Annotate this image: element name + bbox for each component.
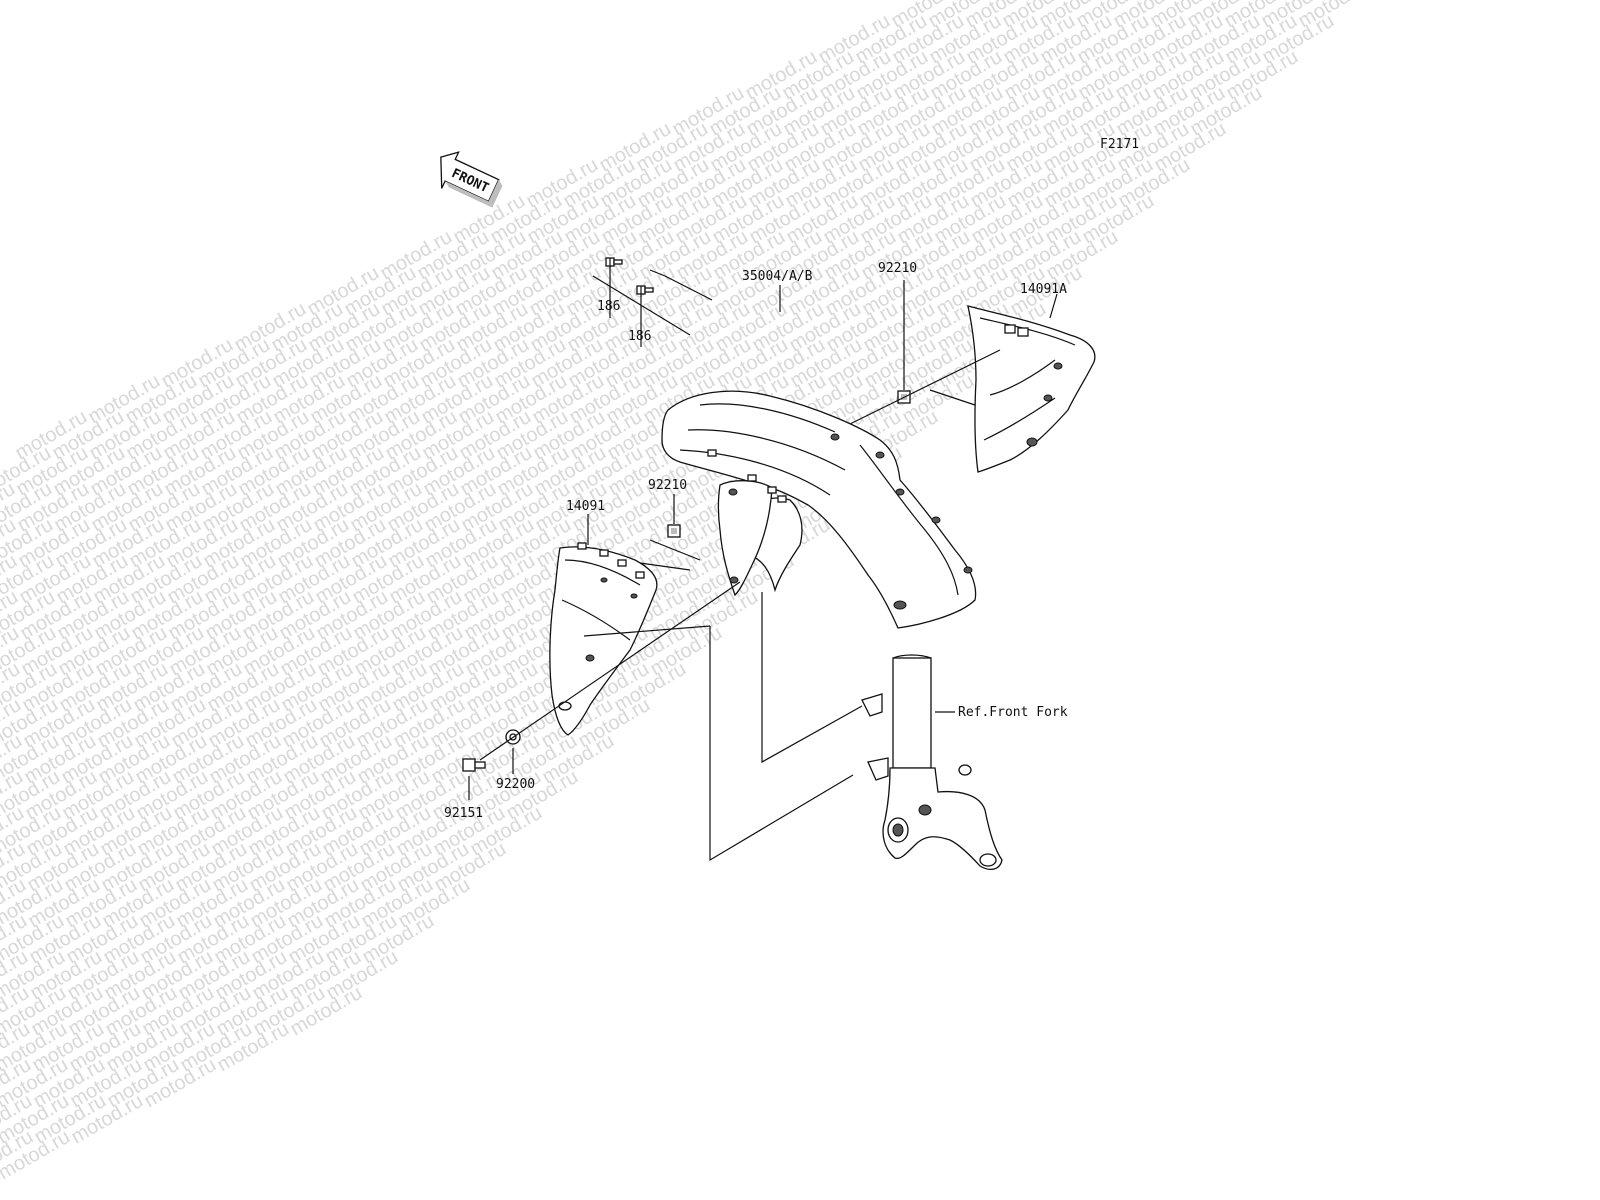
callout-screw-b: 186: [628, 329, 651, 344]
left-fork-cover: [549, 542, 658, 736]
watermark-layer: motod.rumotod.rumotod.rumotod.rumotod.ru…: [0, 0, 1374, 1200]
watermark-text: motod.ru: [0, 1162, 1, 1200]
callout-right-cover: 14091A: [1020, 282, 1067, 297]
right-fork-cover: [967, 305, 1096, 473]
callout-grommet-right: 92210: [878, 261, 917, 276]
front-fork: [861, 654, 1003, 871]
grommet-92210-left: [667, 524, 681, 538]
callout-left-cover: 14091: [566, 499, 605, 514]
callout-grommet-left: 92210: [648, 478, 687, 493]
callout-front-fender: 35004/A/B: [742, 269, 813, 284]
front-arrow-icon: FRONT: [440, 151, 503, 208]
callout-front-fork-ref: Ref.Front Fork: [958, 705, 1068, 720]
leader-lines: [468, 258, 1058, 862]
front-fender: [661, 390, 977, 629]
callout-bolt: 92151: [444, 806, 483, 821]
figure-id: F2171: [1100, 137, 1139, 152]
callout-screw-a: 186: [597, 299, 620, 314]
callout-washer: 92200: [496, 777, 535, 792]
bolt-92151: [462, 758, 486, 772]
